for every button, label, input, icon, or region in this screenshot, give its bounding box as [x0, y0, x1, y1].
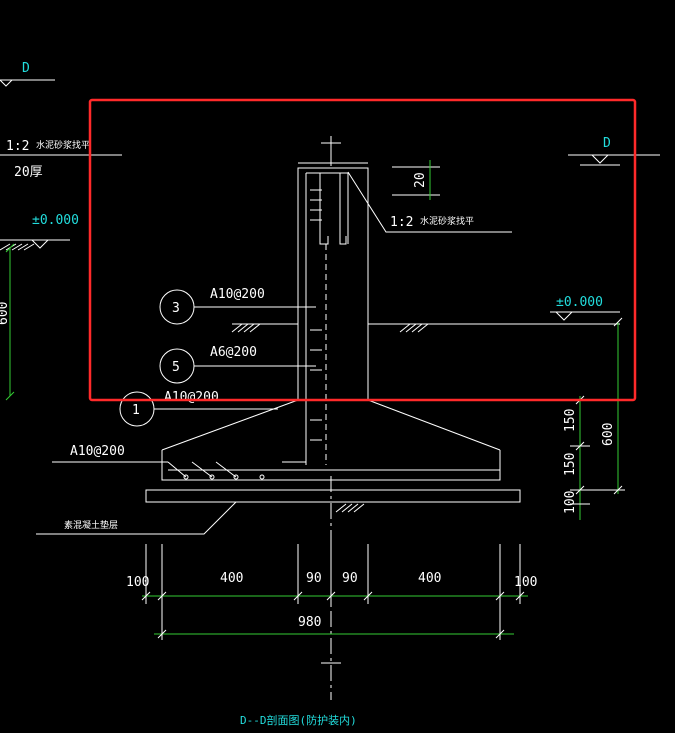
left-dim-600-text: 600 — [0, 302, 11, 325]
left-partial-section: D 1:2 水泥砂浆找平 20厚 ±0.000 600 — [0, 61, 122, 401]
dim-20-text: 20 — [413, 172, 428, 188]
callout-3-text: 3 — [172, 301, 180, 316]
dim-90-left-text: 90 — [306, 571, 322, 586]
left-mortar-text: 水泥砂浆找平 — [36, 139, 90, 151]
dim-extension-lines — [570, 399, 625, 505]
right-level-zero-marker — [555, 311, 573, 321]
bottom-dimensions: 100 400 90 90 400 100 980 — [126, 544, 537, 640]
left-ground-hatch-inner — [231, 323, 261, 333]
dim-extension-bottom — [145, 544, 521, 640]
right-ground: ±0.000 — [231, 295, 620, 333]
bottom-hatch — [335, 503, 365, 513]
dim-150b-text: 150 — [563, 453, 578, 476]
dim-100-left-text: 100 — [126, 575, 149, 590]
wall-stirrup-ticks — [310, 189, 322, 441]
cushion-layer — [145, 489, 521, 503]
wall-outline — [297, 167, 369, 401]
right-ground-hatch — [399, 323, 429, 333]
rebar-leader-marks — [167, 461, 237, 478]
right-level-d-text: D — [603, 136, 611, 151]
left-level-zero-text: ±0.000 — [32, 213, 79, 228]
top-annotations: 20 1:2 水泥砂浆找平 — [347, 160, 512, 233]
footing-base — [161, 450, 501, 481]
dim-100-right-bottom-text: 100 — [514, 575, 537, 590]
dim-90-right-text: 90 — [342, 571, 358, 586]
left-level-zero-marker — [31, 239, 49, 249]
center-mortar-text: 水泥砂浆找平 — [420, 215, 474, 227]
highlight-box — [88, 98, 637, 402]
rebar-1-text: A10@200 — [164, 390, 219, 405]
callout-5-text: 5 — [172, 360, 180, 375]
callout-1-text: 1 — [132, 403, 140, 418]
dim-980-text: 980 — [298, 615, 321, 630]
left-dim-ticks — [5, 243, 15, 401]
left-thickness-text: 20厚 — [14, 165, 43, 180]
left-ratio-text: 1:2 — [6, 139, 29, 154]
dim-400-left-text: 400 — [220, 571, 243, 586]
drawing-caption: D--D剖面图(防护装内) — [240, 713, 357, 727]
right-level-zero-text: ±0.000 — [556, 295, 603, 310]
dim-ticks-bottom — [141, 591, 525, 639]
wall-rebar-hooks — [319, 173, 347, 245]
left-level-d-marker — [0, 79, 13, 87]
dim-400-right-text: 400 — [418, 571, 441, 586]
center-axis — [321, 136, 341, 700]
cushion-leader — [36, 501, 237, 535]
center-mortar-leader — [347, 171, 512, 233]
left-level-d-text: D — [22, 61, 30, 76]
right-level-d-marker — [580, 154, 620, 166]
rebar-dots — [183, 474, 265, 480]
rebar-3-text: A10@200 — [210, 287, 265, 302]
dim-600-text: 600 — [601, 423, 616, 446]
left-ground-hatch — [0, 243, 35, 251]
footing-slope-left — [161, 399, 299, 451]
dim-150a-text: 150 — [563, 409, 578, 432]
right-dimensions: 150 150 600 100 — [563, 317, 625, 520]
center-ratio-text: 1:2 — [390, 215, 413, 230]
rebar-5-text: A6@200 — [210, 345, 257, 360]
cushion-note-text: 素混凝土垫层 — [64, 519, 118, 531]
foundation-section — [145, 162, 521, 513]
callouts: 3 A10@200 5 A6@200 1 A10@200 A10@200 素混凝… — [36, 287, 316, 535]
footing-slope-right — [367, 399, 501, 451]
rebar-bottom-text: A10@200 — [70, 444, 125, 459]
dim-ticks-right — [575, 317, 623, 495]
right-level-d: D — [568, 136, 660, 166]
dim-100-right-text: 100 — [563, 491, 578, 514]
